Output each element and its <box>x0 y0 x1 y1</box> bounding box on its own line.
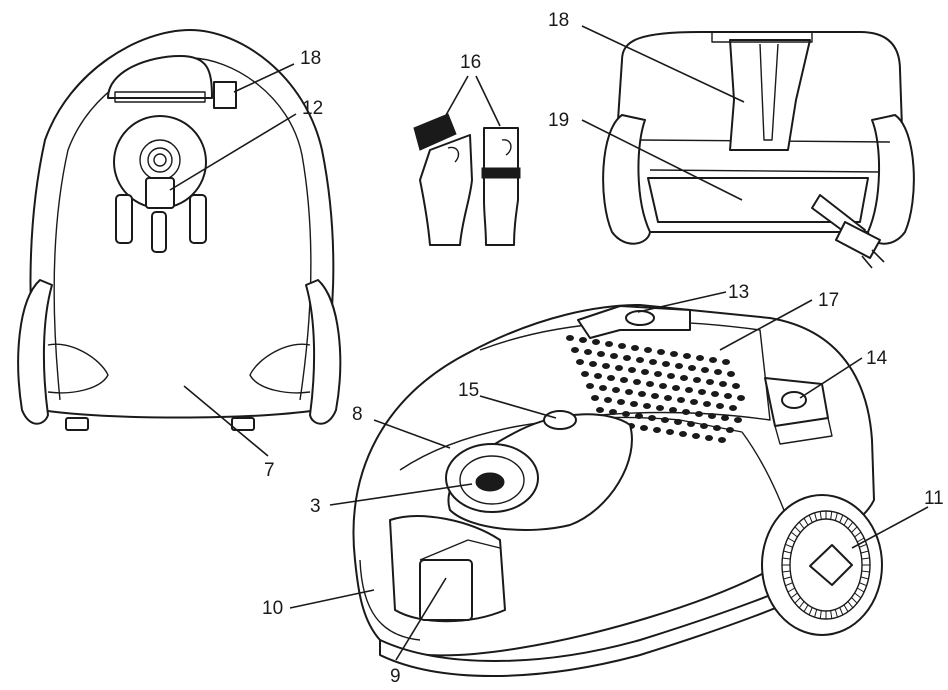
crevice-nozzle <box>419 134 473 246</box>
top-view-cord-rewind-button <box>213 81 237 109</box>
front-handle <box>419 559 473 621</box>
leader-lines <box>169 25 929 661</box>
label-9: 9 <box>390 666 401 687</box>
rear-view-filter-cover <box>647 177 869 223</box>
label-11: 11 <box>924 488 944 509</box>
power-plug <box>835 221 881 259</box>
part-labels: 18 12 7 16 18 19 13 17 14 15 8 3 11 10 9 <box>262 10 944 687</box>
label-3: 3 <box>310 496 321 517</box>
label-12: 12 <box>302 98 323 119</box>
label-15: 15 <box>458 380 479 401</box>
label-17: 17 <box>818 290 839 311</box>
label-13: 13 <box>728 282 749 303</box>
nozzle-accessories <box>413 113 521 246</box>
top-view-handle <box>107 55 213 99</box>
vacuum-main-view <box>352 304 883 677</box>
upholstery-nozzle <box>483 127 519 246</box>
dust-full-indicator <box>543 410 577 430</box>
label-19: 19 <box>548 110 569 131</box>
label-8: 8 <box>352 404 363 425</box>
handle-button <box>625 310 655 326</box>
vacuum-top-view <box>17 29 342 431</box>
top-view-dust-indicator <box>145 177 175 209</box>
top-view-right-wheel <box>305 279 342 425</box>
rear-view-cord-rewind-button <box>729 39 811 151</box>
label-14: 14 <box>866 348 888 369</box>
vacuum-rear-view <box>602 31 915 269</box>
label-7: 7 <box>264 460 275 481</box>
label-16: 16 <box>460 52 481 73</box>
brush-attachment <box>413 113 457 151</box>
label-18-top-view: 18 <box>300 48 321 69</box>
label-10: 10 <box>262 598 283 619</box>
power-switch <box>781 391 807 409</box>
top-view-left-wheel <box>17 279 53 425</box>
label-18-rear-view: 18 <box>548 10 569 31</box>
